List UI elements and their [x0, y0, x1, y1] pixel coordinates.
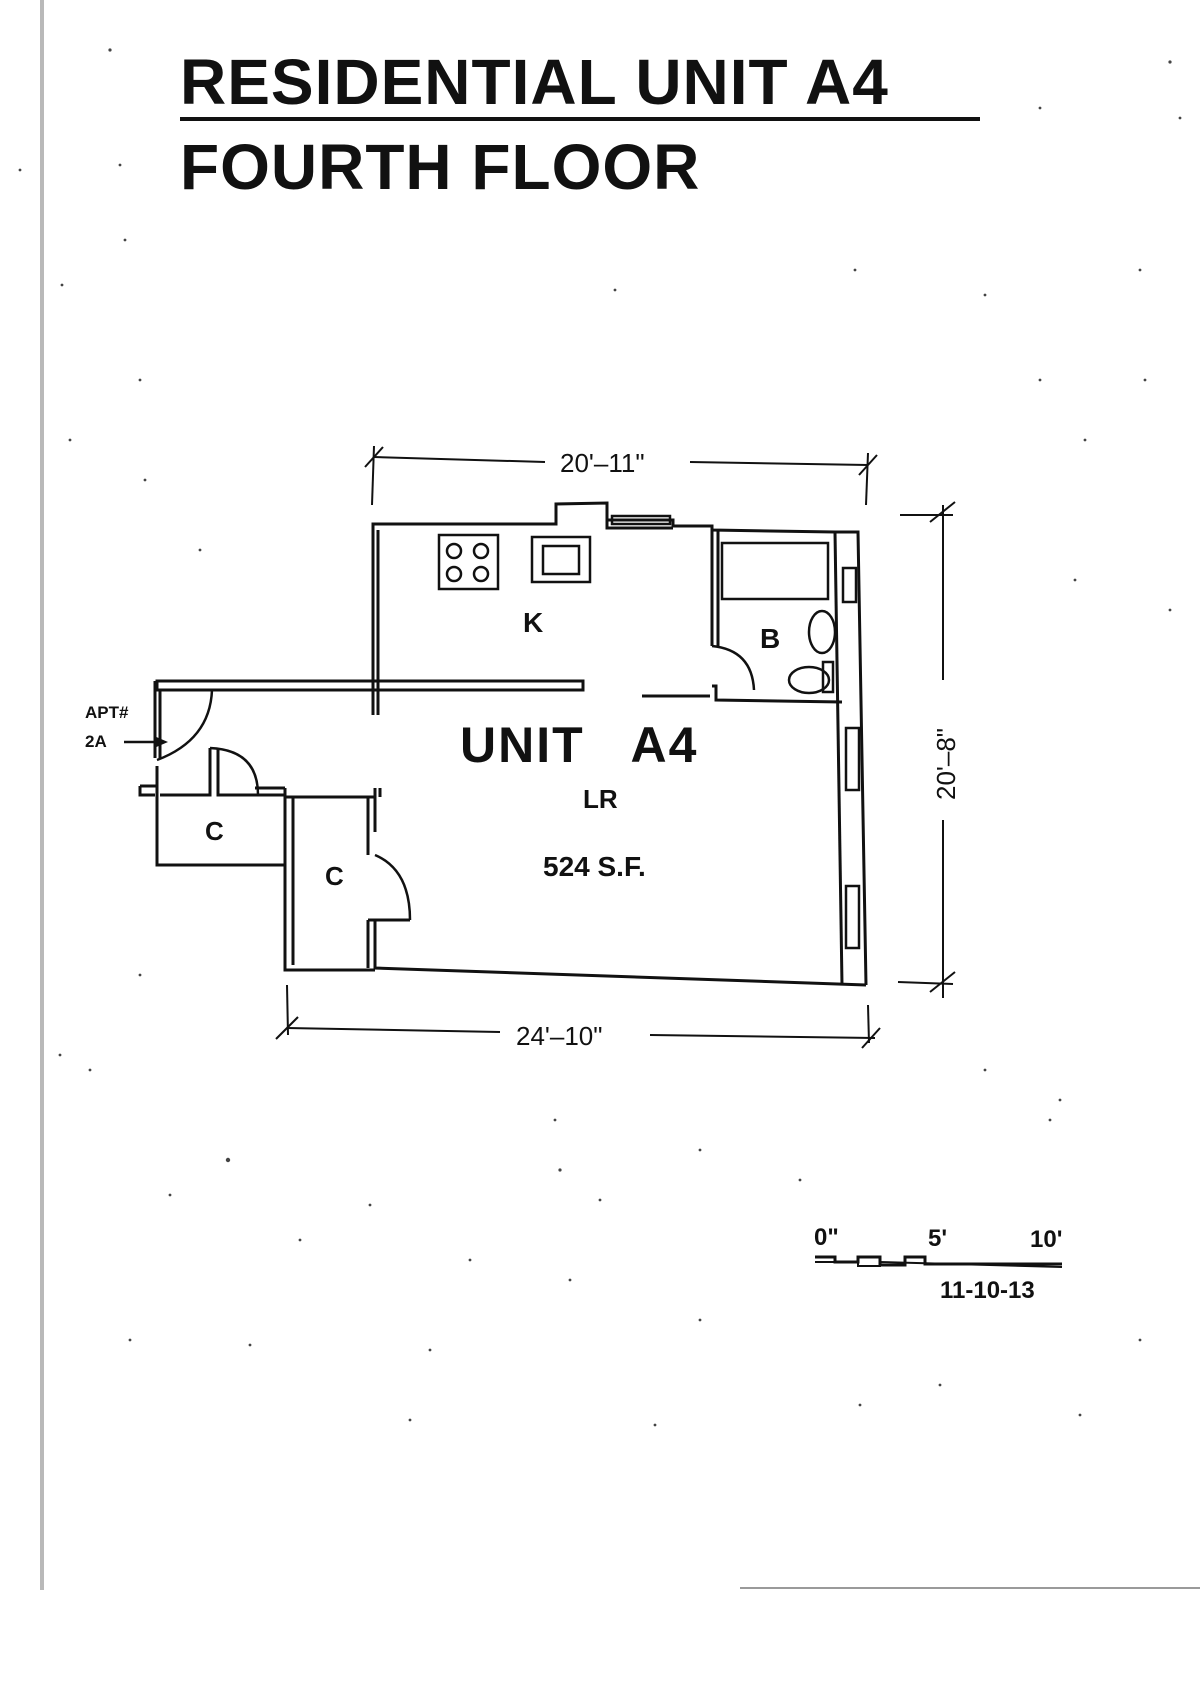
toilet-icon — [787, 665, 831, 695]
scale-label-0: 0" — [814, 1224, 839, 1251]
room-label-bath: B — [760, 623, 780, 654]
unit-label: UNIT A4 — [460, 717, 698, 773]
room-label-closet-2: C — [325, 861, 344, 891]
window-2 — [844, 726, 861, 792]
title-line-2: FOURTH FLOOR — [180, 131, 701, 203]
walls — [138, 501, 868, 987]
entry-label-unit: 2A — [85, 732, 107, 751]
bathtub-icon — [720, 541, 830, 601]
page-bottom-edge — [740, 1587, 1200, 1589]
room-label-closet-1: C — [205, 816, 224, 846]
door-swings — [156, 644, 756, 921]
room-label-kitchen: K — [523, 607, 543, 638]
dimension-right: 20'–8" — [931, 728, 961, 800]
scale-label-5: 5' — [928, 1225, 947, 1252]
graphic-scale — [815, 1255, 1063, 1268]
title-line-1: RESIDENTIAL UNIT A4 — [180, 46, 889, 118]
sink-icon — [530, 535, 592, 584]
window-kitchen — [610, 514, 672, 526]
area-label: 524 S.F. — [543, 851, 646, 882]
sink-oval-icon — [807, 609, 837, 655]
fixtures — [437, 514, 861, 950]
room-label-living: LR — [583, 784, 618, 814]
title-underline — [180, 117, 980, 121]
scale-label-10: 10' — [1030, 1226, 1062, 1253]
scan-speckles — [18, 48, 1182, 1427]
entry-arrow — [124, 736, 168, 748]
drawing-date: 11-10-13 — [940, 1277, 1035, 1304]
window-3 — [844, 884, 861, 950]
page-left-edge — [40, 0, 44, 1590]
dimension-top: 20'–11" — [560, 448, 645, 478]
dimension-lines — [275, 445, 956, 1049]
dimension-bottom: 24'–10" — [516, 1021, 603, 1051]
entry-label-apt: APT# — [85, 703, 129, 722]
window-1 — [841, 566, 858, 604]
stove-icon — [437, 533, 500, 591]
